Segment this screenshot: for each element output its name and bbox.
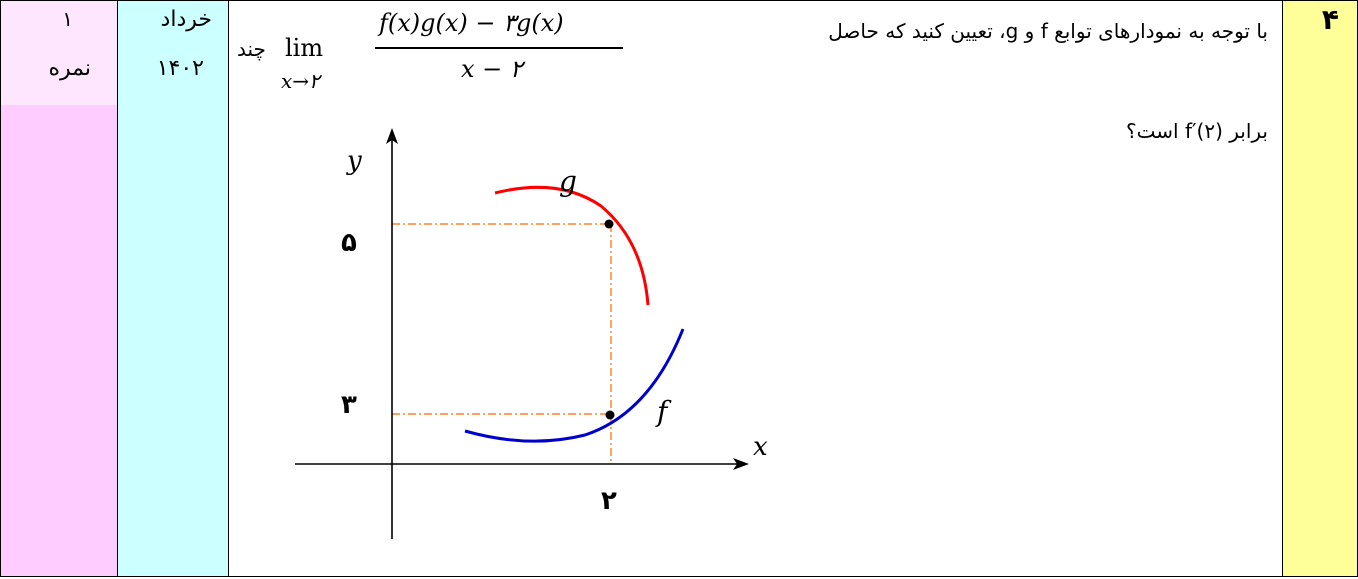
score-label: نمره bbox=[48, 56, 91, 81]
f-curve bbox=[464, 328, 685, 443]
g-curve bbox=[494, 185, 650, 306]
question-text-line1: با توجه به نمودارهای توابع f و g، تعیین … bbox=[828, 19, 1268, 43]
lim-operator: lim bbox=[285, 34, 324, 62]
fraction-numerator: f(x)g(x) − ۳g(x) bbox=[379, 9, 564, 37]
score-box: ۱ نمره bbox=[1, 1, 117, 105]
x-axis-arrow bbox=[733, 458, 749, 470]
score-column: ۱ نمره bbox=[0, 0, 118, 577]
question-text-line2: برابر (۲)′f است؟ bbox=[1126, 119, 1268, 143]
chand-word: چند bbox=[237, 37, 266, 61]
y-axis-label: y bbox=[346, 146, 362, 176]
question-number-column: ۴ bbox=[1282, 0, 1358, 577]
x-tick-2: ۲ bbox=[601, 486, 617, 516]
f-label: f bbox=[655, 395, 672, 428]
function-graph: y x g f ۵ ۳ ۲ bbox=[295, 128, 768, 539]
y-axis-arrow bbox=[386, 128, 398, 144]
lim-subscript: x→۲ bbox=[281, 69, 320, 93]
g-label: g bbox=[559, 165, 577, 198]
date-column: خرداد ۱۴۰۲ bbox=[117, 0, 229, 577]
g-point bbox=[604, 219, 614, 229]
question-number: ۴ bbox=[1321, 3, 1339, 36]
exam-month: خرداد bbox=[160, 7, 212, 32]
y-tick-5: ۵ bbox=[341, 228, 357, 258]
y-tick-3: ۳ bbox=[341, 390, 357, 420]
fraction-bar bbox=[375, 47, 623, 49]
question-body: با توجه به نمودارهای توابع f و g، تعیین … bbox=[228, 0, 1283, 577]
exam-year: ۱۴۰۲ bbox=[156, 56, 204, 81]
x-axis-label: x bbox=[753, 432, 768, 462]
score-value: ۱ bbox=[62, 7, 73, 31]
fraction-denominator: x − ۲ bbox=[461, 55, 523, 83]
f-point bbox=[605, 410, 615, 420]
